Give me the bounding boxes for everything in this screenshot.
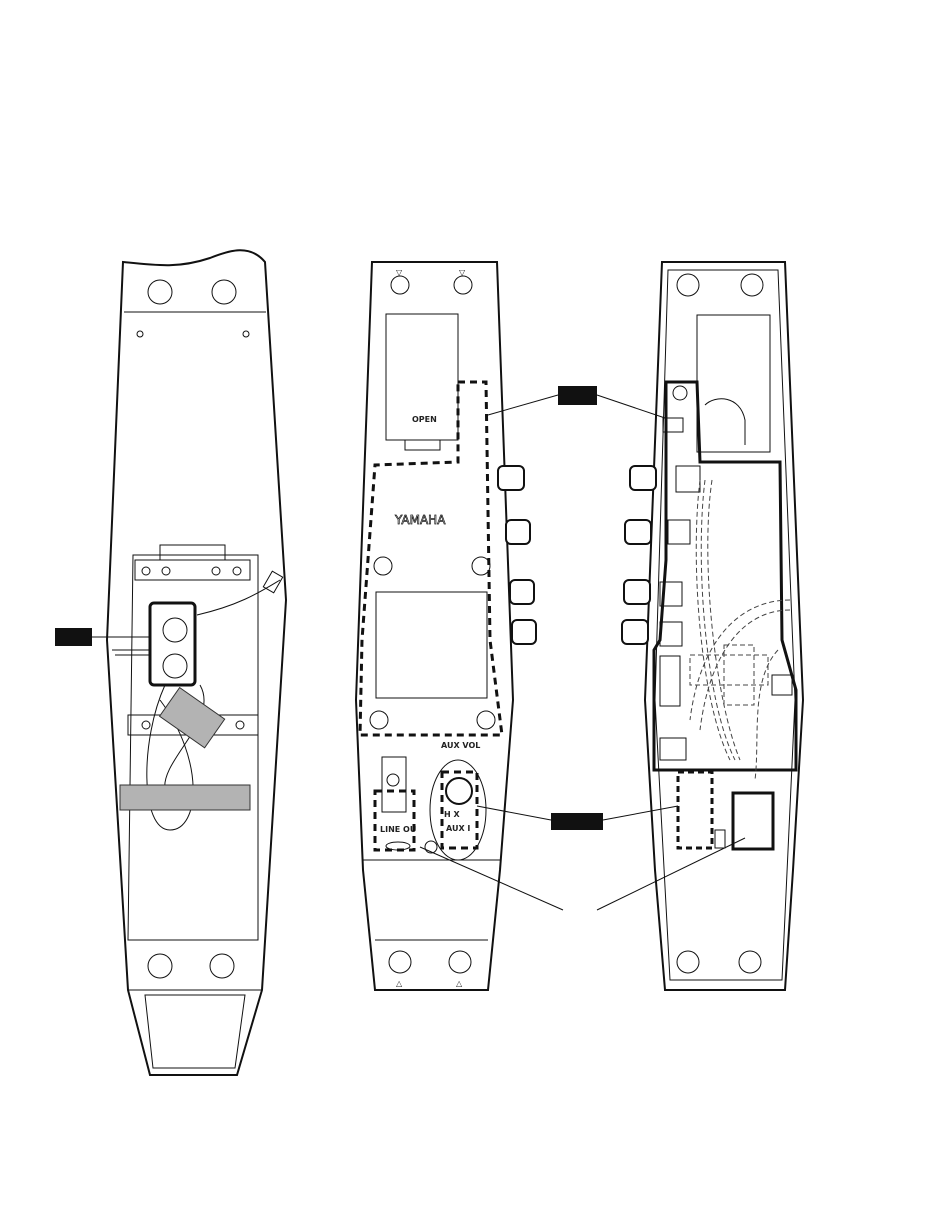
hidden-pcb-outline — [358, 380, 504, 737]
component-box — [731, 791, 775, 851]
svg-text:△: △ — [456, 979, 463, 988]
tape-strip — [119, 784, 251, 811]
highlighted-connector-area — [148, 601, 197, 687]
left-view-bottom-case — [105, 249, 288, 1076]
line-out-label: LINE OU — [380, 825, 416, 834]
callout-leader — [596, 394, 666, 419]
line-out-jack-outline — [373, 789, 416, 852]
callout-leader — [596, 837, 746, 911]
jack-board-outline — [676, 770, 714, 850]
svg-text:△: △ — [396, 979, 403, 988]
aux-jack-outline — [440, 770, 479, 850]
middle-view-top-case: ▽ ▽ △ △ OPEN YAMAHA AUX VOL H X AUX I LINE… — [354, 261, 537, 991]
callout-label-box — [55, 628, 92, 646]
svg-text:▽: ▽ — [459, 268, 466, 277]
callout-label-box — [558, 386, 597, 405]
foot-left-bottom — [147, 953, 173, 979]
aux-in-label: AUX I — [446, 824, 470, 833]
callout-leader — [419, 846, 564, 911]
open-label: OPEN — [412, 415, 437, 424]
pcb-knobs — [621, 465, 701, 647]
svg-text:▽: ▽ — [396, 268, 403, 277]
main-pcb-outline — [652, 380, 798, 772]
battery-cover — [385, 313, 459, 441]
callout-leader — [476, 805, 552, 821]
mix-label: H X — [444, 810, 460, 819]
tape-piece — [158, 686, 226, 749]
callout-leader — [602, 805, 679, 821]
right-view-top-case-inside — [621, 261, 805, 991]
foot-right-top — [211, 279, 237, 305]
aux-vol-label: AUX VOL — [441, 741, 480, 750]
callout-label-box — [551, 813, 603, 830]
foot-right-bottom — [209, 953, 235, 979]
foot-left-top — [147, 279, 173, 305]
display-window — [375, 591, 488, 699]
brand-logo: YAMAHA — [394, 513, 446, 527]
aux-volume-knob — [445, 777, 473, 805]
callout-leader — [487, 394, 559, 416]
side-knobs — [497, 465, 537, 645]
